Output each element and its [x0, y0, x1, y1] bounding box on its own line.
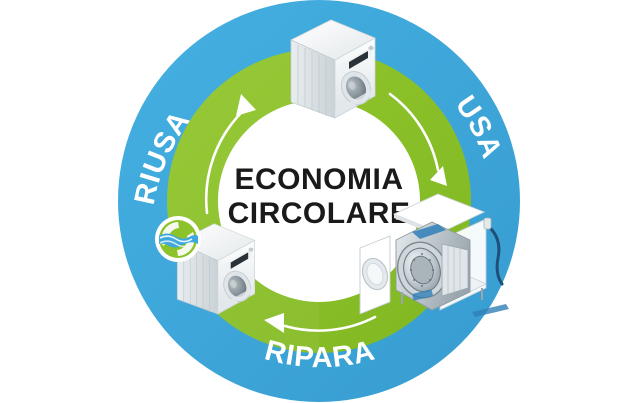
- washer-door-highlight: [348, 81, 356, 90]
- eco-water-leaf-badge-icon: [155, 216, 201, 262]
- washer3-detached-door-panel: [359, 235, 391, 315]
- washer-knob: [368, 45, 374, 51]
- eco-badge-wave-line-2: [159, 240, 193, 248]
- washer2-side-ribs: [183, 246, 210, 313]
- arrow-to-riusa: [204, 94, 256, 215]
- washer3-rear-tub: [441, 243, 469, 297]
- washer2-display: [230, 252, 249, 269]
- washer2-door-highlight: [229, 280, 237, 289]
- washer3-door-panel-glass: [366, 262, 384, 286]
- washer3-detached-part: [472, 304, 509, 317]
- arrow-to-ripara: [388, 92, 447, 186]
- washer3-hose-connector: [483, 217, 492, 230]
- center-title-line2: CIRCOLARE: [228, 197, 411, 230]
- washer3-drum-core: [410, 255, 434, 285]
- washer3-pump-block: [412, 289, 433, 301]
- washer3-tub-ridges: [447, 246, 461, 294]
- washer3-motor-block: [412, 224, 446, 239]
- washer-side-ribs: [297, 45, 327, 116]
- washer-display: [349, 51, 368, 69]
- washer2-knob: [248, 247, 254, 252]
- arrow-to-usa: [264, 313, 377, 333]
- washer-door-glass: [345, 76, 367, 100]
- washer3-drum-holes: [409, 252, 435, 288]
- washer2-bottom-trim: [217, 286, 255, 313]
- eco-badge-wave-line-1: [159, 235, 193, 243]
- washer3-hose-cable: [486, 224, 504, 286]
- washer-bottom-trim: [335, 88, 375, 116]
- center-title-line1: ECONOMIA: [235, 163, 404, 196]
- washer2-door-glass: [227, 275, 247, 298]
- appliance-right-washing-machine-disassembled: [359, 193, 509, 317]
- appliance-top-washing-machine: [290, 19, 376, 119]
- washer3-inner-drum-assembly: [395, 221, 471, 311]
